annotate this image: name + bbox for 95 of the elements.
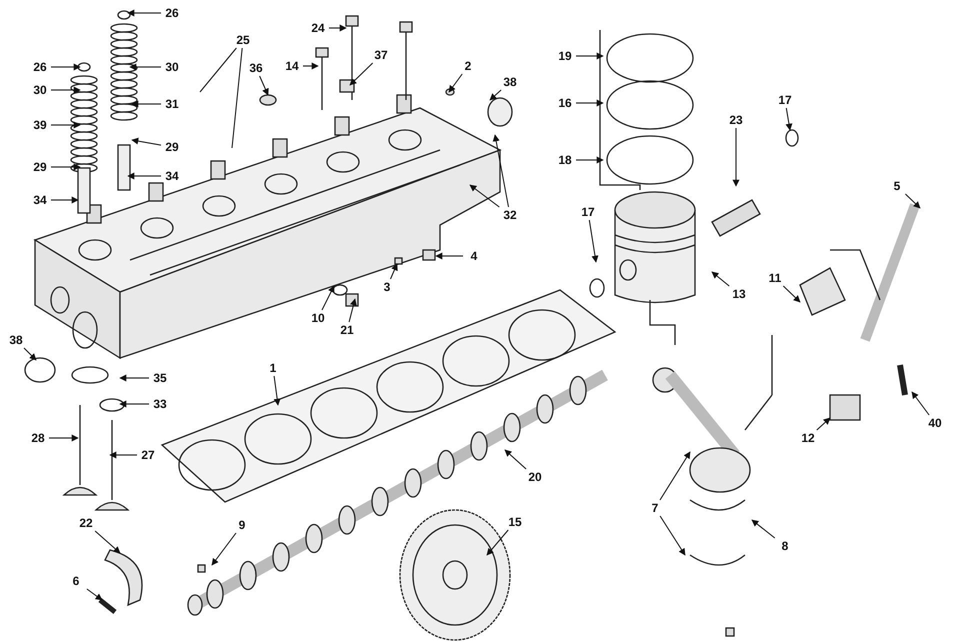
leader-line [50, 196, 79, 204]
leader-line [576, 52, 604, 60]
leader-line [127, 172, 162, 180]
leader-line [94, 530, 121, 554]
callout-number: 22 [75, 515, 97, 531]
leader-line [348, 298, 357, 322]
callout-number: 32 [499, 207, 521, 223]
leader-line [448, 74, 463, 93]
callout-number: 33 [149, 396, 171, 412]
leader-line [751, 520, 776, 538]
leader-line [576, 156, 604, 164]
leader-line [50, 122, 81, 128]
leader-line [504, 450, 527, 470]
leader-line [328, 24, 347, 32]
leader-line [24, 348, 36, 360]
leader-line [259, 76, 269, 96]
leader-line [50, 64, 81, 70]
leader-line [732, 128, 740, 187]
leader-line [131, 100, 162, 108]
leader-line [904, 194, 920, 208]
leader-line [274, 376, 281, 406]
callout-number: 17 [577, 204, 599, 220]
leader-line [435, 252, 464, 260]
callout-number: 7 [644, 500, 666, 516]
callout-number: 18 [554, 152, 576, 168]
callout-number: 26 [29, 59, 51, 75]
callout-number: 14 [281, 58, 303, 74]
leader-line [786, 108, 792, 131]
callout-number: 8 [774, 538, 796, 554]
callout-number: 36 [245, 60, 267, 76]
leader-line [86, 588, 103, 600]
leader-line [200, 48, 237, 92]
leader-line [50, 164, 81, 170]
leader-line [711, 272, 730, 286]
callout-number: 28 [27, 430, 49, 446]
leader-line [489, 90, 502, 100]
callout-number: 1 [262, 360, 284, 376]
leader-line [302, 62, 319, 70]
callout-number: 5 [886, 178, 908, 194]
callout-number: 31 [161, 96, 183, 112]
callout-number: 29 [29, 159, 51, 175]
leader-line [109, 452, 138, 458]
callout-number: 40 [924, 415, 946, 431]
leader-line [131, 138, 162, 146]
callout-number: 37 [370, 47, 392, 63]
callout-number: 27 [137, 447, 159, 463]
callout-number: 16 [554, 95, 576, 111]
leader-line [782, 286, 800, 302]
callout-number: 38 [5, 332, 27, 348]
callout-number: 35 [149, 370, 171, 386]
leader-line [816, 418, 831, 430]
leader-line [660, 451, 690, 500]
leader-line [469, 184, 500, 208]
callout-number: 21 [336, 322, 358, 338]
leader-line [48, 434, 79, 442]
callout-number: 2 [457, 58, 479, 74]
callout-number: 38 [499, 74, 521, 90]
callout-number: 3 [376, 279, 398, 295]
callout-number: 10 [307, 310, 329, 326]
leader-line [660, 516, 686, 556]
callout-number: 19 [554, 48, 576, 64]
callout-number: 30 [29, 82, 51, 98]
callout-number: 9 [231, 517, 253, 533]
callout-number: 15 [504, 514, 526, 530]
leader-line [390, 263, 398, 280]
callout-number: 20 [524, 469, 546, 485]
leader-line [232, 48, 243, 148]
callout-number: 4 [463, 248, 485, 264]
leader-line [350, 62, 374, 86]
callout-number: 39 [29, 117, 51, 133]
callout-number: 29 [161, 139, 183, 155]
callout-number: 11 [764, 270, 786, 286]
callout-number: 23 [725, 112, 747, 128]
leader-line [212, 532, 236, 566]
leader-line [588, 220, 598, 263]
leader-line [119, 400, 150, 408]
leader-line [50, 86, 81, 94]
leader-line [322, 285, 334, 310]
callout-number: 30 [161, 59, 183, 75]
callout-number: 24 [307, 20, 329, 36]
leader-line [127, 10, 162, 16]
callout-number: 25 [232, 32, 254, 48]
leader-line [119, 374, 150, 382]
callout-number: 34 [161, 168, 183, 184]
callout-number: 12 [797, 430, 819, 446]
leader-line [486, 530, 509, 556]
callout-number: 6 [65, 573, 87, 589]
leader-line [912, 391, 930, 416]
leader-line [576, 100, 604, 106]
callout-number: 17 [774, 92, 796, 108]
callout-number: 34 [29, 192, 51, 208]
callout-number: 26 [161, 5, 183, 21]
leader-line [129, 64, 162, 70]
callout-number: 13 [728, 286, 750, 302]
leader-line [492, 134, 509, 208]
